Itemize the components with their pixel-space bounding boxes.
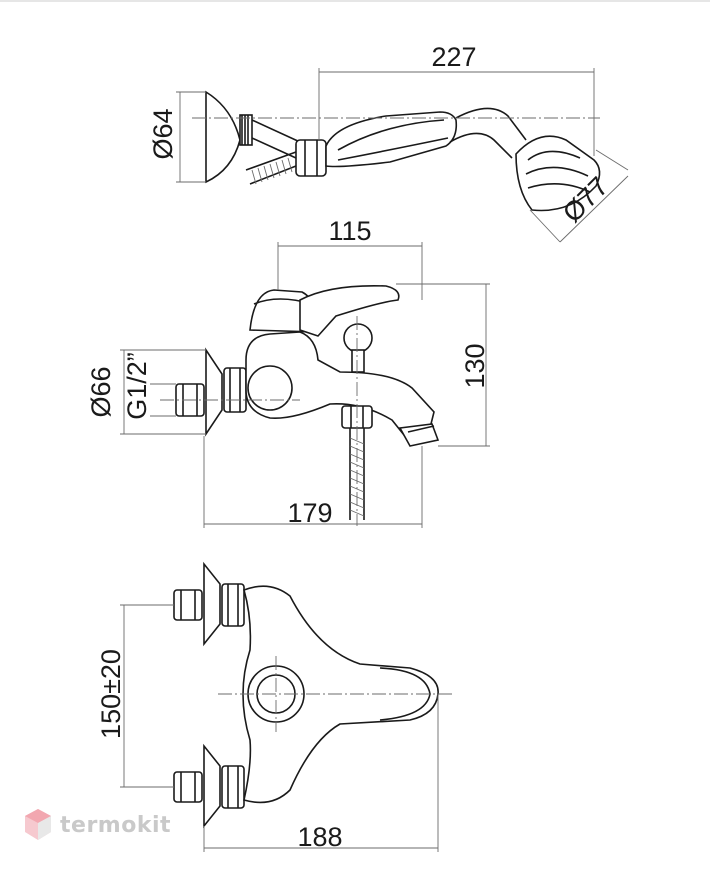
- diverter-knob: [343, 323, 373, 353]
- upper-wall-flange: [203, 561, 221, 647]
- shower-handle: [325, 111, 458, 168]
- dim-label-thread: G1/2”: [122, 352, 152, 420]
- wall-holder-cup: [205, 90, 241, 184]
- dim-label-130: 130: [460, 343, 490, 388]
- hose-coils: [251, 157, 293, 185]
- top-border: [0, 0, 710, 2]
- holder-connector: [239, 114, 253, 146]
- wall-flange: [205, 347, 223, 437]
- lower-wall-flange: [203, 743, 221, 829]
- lower-union-nut: [221, 765, 245, 809]
- aerator: [398, 423, 440, 447]
- cube-icon: [25, 809, 51, 840]
- lever-handle: [299, 284, 400, 337]
- dim-label-diameter-66: Ø66: [86, 366, 116, 417]
- dim-label-227: 227: [431, 42, 476, 72]
- mixer-body: [245, 331, 435, 441]
- dim-label-diameter-64: Ø64: [148, 108, 178, 159]
- hose-nut: [295, 139, 327, 177]
- shower-neck: [449, 107, 527, 159]
- union-nut: [223, 367, 247, 413]
- upper-union-nut: [221, 583, 245, 627]
- watermark-text: termokit: [60, 812, 172, 838]
- mixer-front-view: [120, 561, 454, 852]
- hand-shower-view: [176, 68, 629, 243]
- body-inlet-ring: [247, 365, 293, 411]
- lower-eccentric: [173, 771, 203, 803]
- dim-label-188: 188: [297, 822, 342, 852]
- dim-label-115: 115: [328, 216, 371, 246]
- mixer-side-view: [120, 242, 490, 528]
- dim-label-center-distance: 150±20: [96, 649, 126, 739]
- watermark-logo: termokit: [24, 808, 171, 842]
- holder-arm: [251, 119, 301, 159]
- dim-label-179: 179: [287, 498, 332, 528]
- hose-vertical: [349, 428, 365, 520]
- upper-eccentric: [173, 589, 203, 621]
- diverter-stem: [351, 349, 365, 373]
